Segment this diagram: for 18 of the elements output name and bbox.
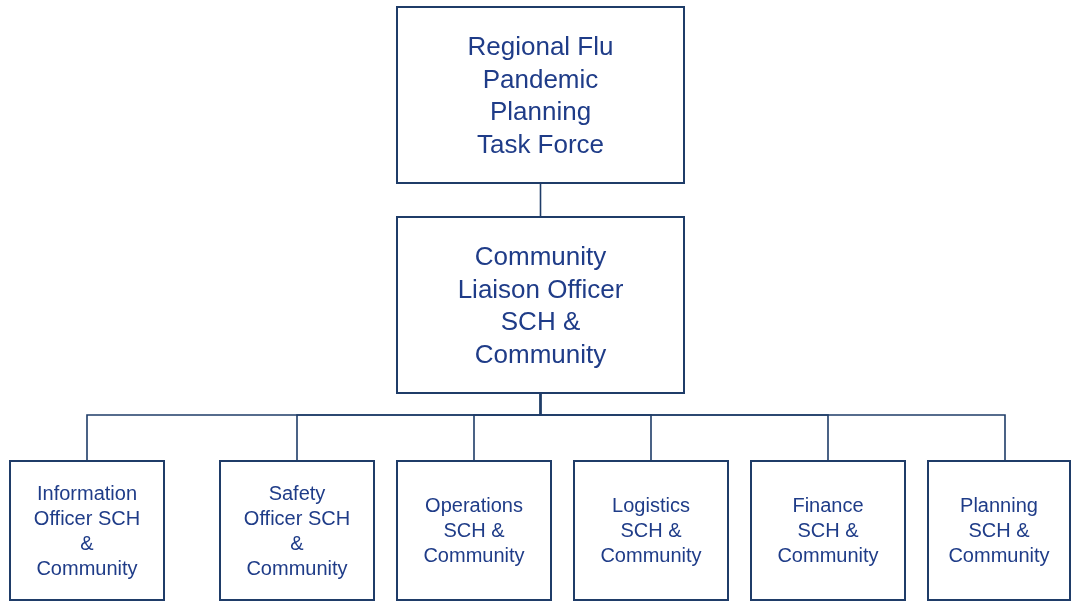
unit-box (927, 460, 1071, 601)
unit-box (219, 460, 375, 601)
box-text: Logistics SCH & Community (599, 493, 703, 568)
unit-box (750, 460, 906, 601)
box-text: Information Officer SCH & Community (32, 480, 142, 581)
box-text: Operations SCH & Community (422, 493, 526, 568)
box-text: Regional Flu Pandemic Planning Task Force (466, 30, 615, 160)
box-text: Finance SCH & Community (776, 493, 880, 568)
org-box (396, 216, 685, 394)
box-text: Safety Officer SCH & Community (242, 480, 352, 581)
unit-box (9, 460, 165, 601)
box-text: Community Liaison Officer SCH & Community (456, 240, 625, 370)
box-text: Planning SCH & Community (947, 493, 1051, 568)
connector-line (539, 393, 1006, 461)
unit-box (573, 460, 729, 601)
unit-box (396, 460, 552, 601)
org-box (396, 6, 685, 184)
connector-line (539, 183, 542, 217)
